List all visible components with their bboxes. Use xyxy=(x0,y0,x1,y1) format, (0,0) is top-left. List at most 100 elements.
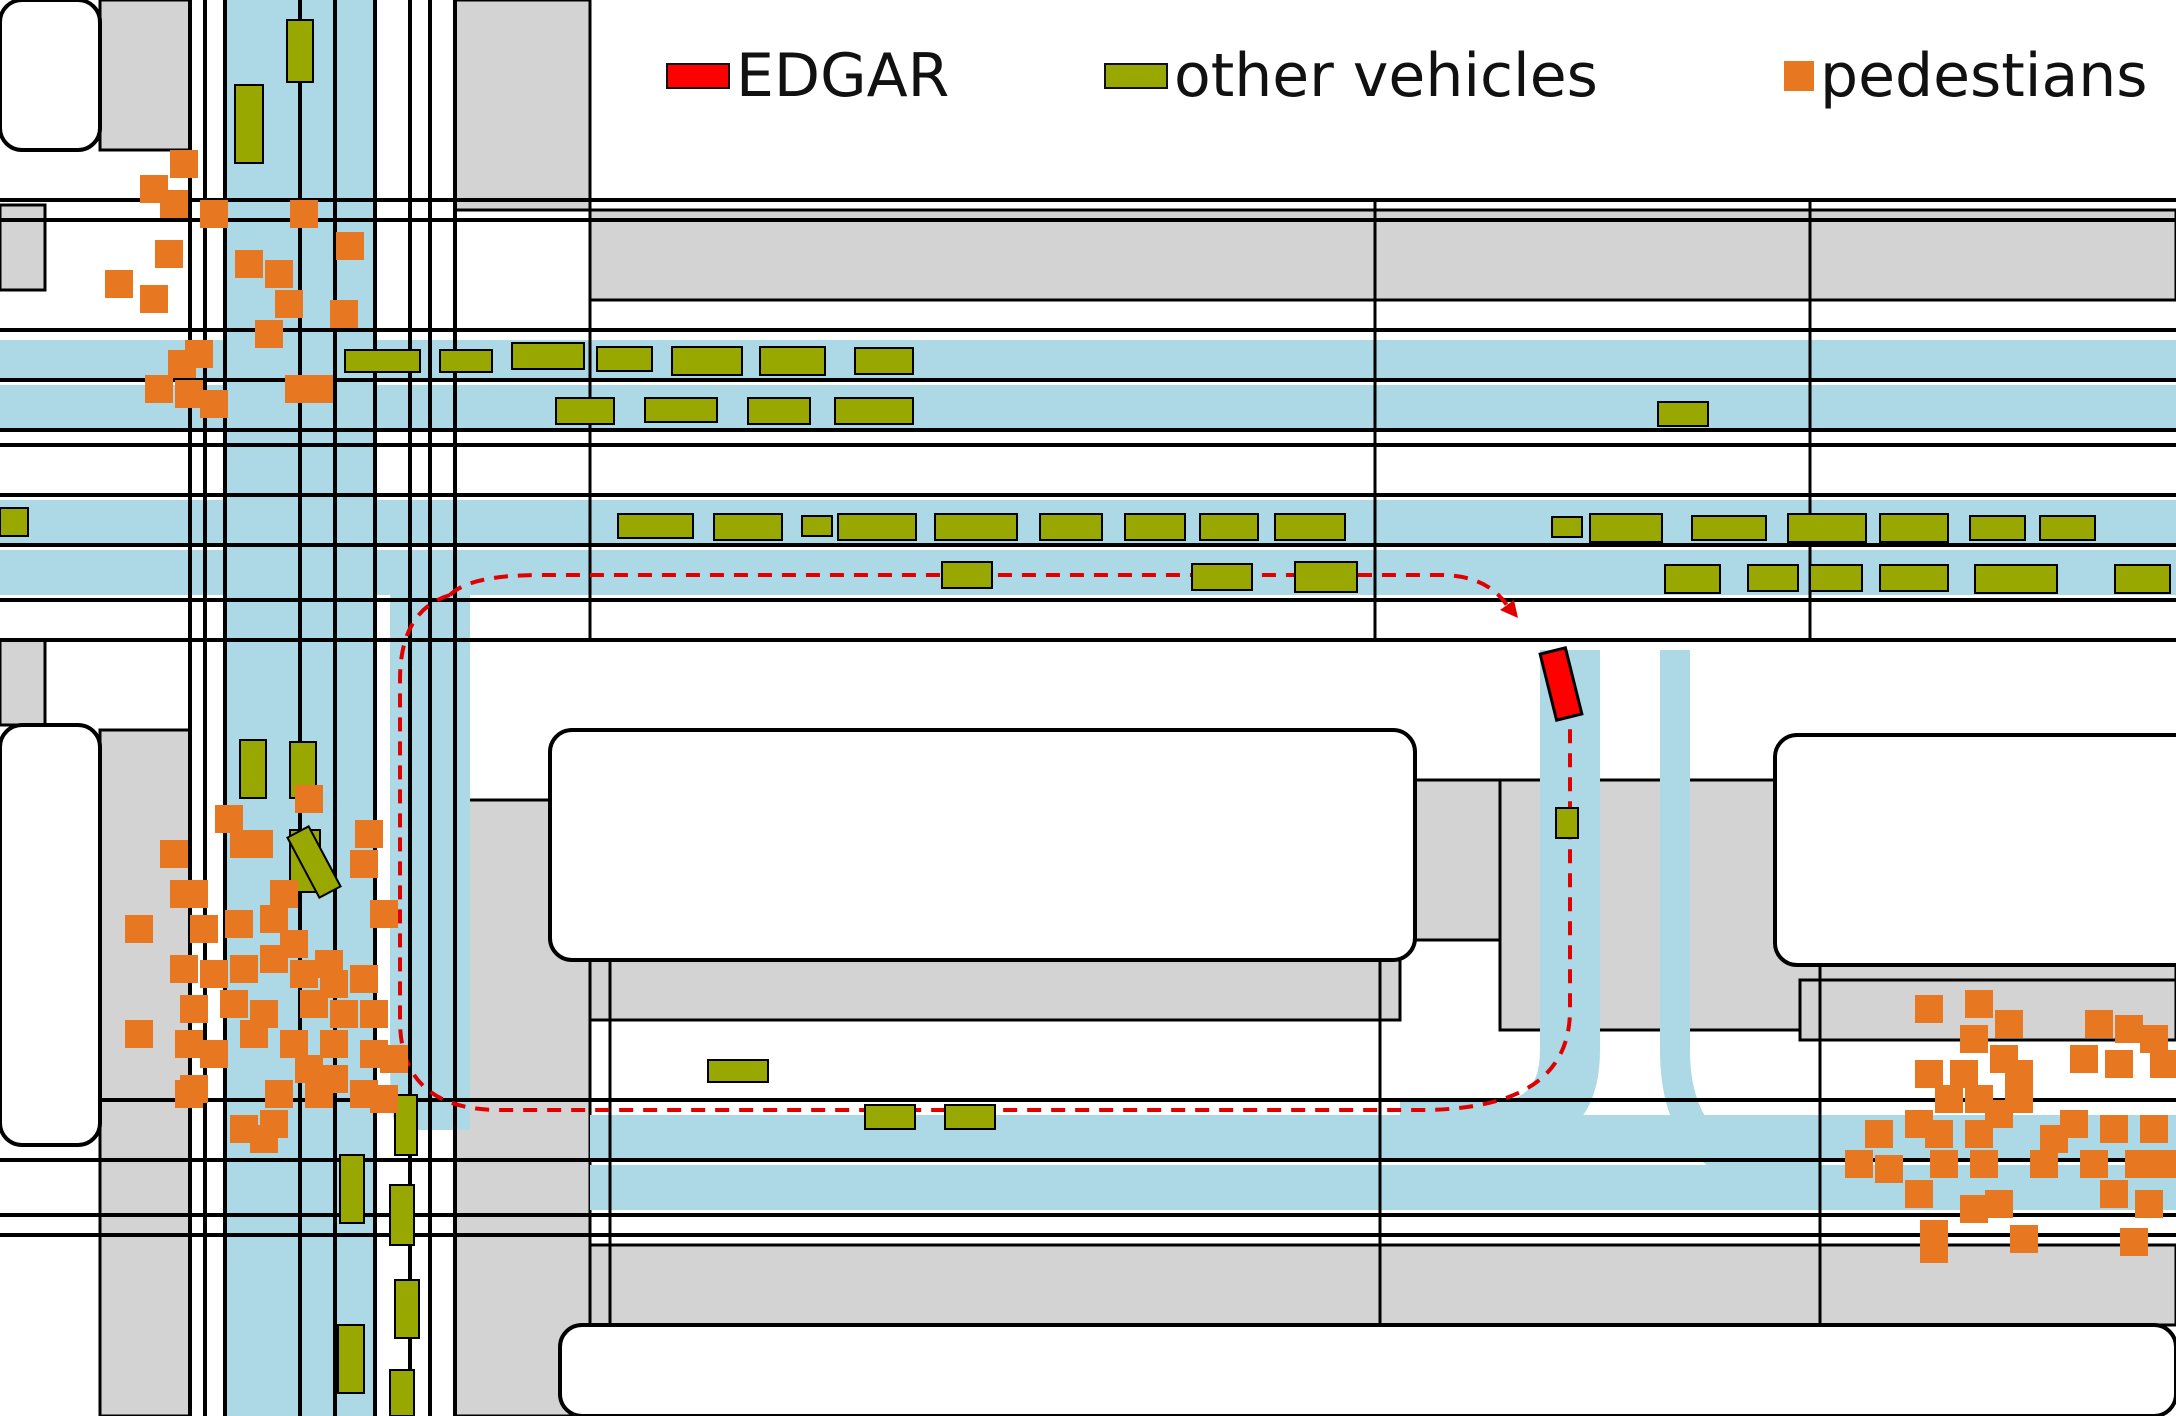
other-vehicle xyxy=(2039,515,2096,541)
lane-curve xyxy=(1400,650,1600,1150)
sidewalk-slab xyxy=(453,0,592,212)
pedestrian xyxy=(175,1030,203,1058)
ego-swatch xyxy=(666,63,730,89)
pedestrian xyxy=(350,965,378,993)
other-vehicle xyxy=(394,1094,418,1156)
pedestrian xyxy=(260,1110,288,1138)
pedestrian xyxy=(1970,1150,1998,1178)
other-vehicle xyxy=(747,397,811,425)
pedestrian xyxy=(155,240,183,268)
other-vehicle xyxy=(1657,401,1709,427)
other-vehicle xyxy=(555,397,615,425)
lane-band xyxy=(0,340,2176,380)
pedestrian xyxy=(245,830,273,858)
other-vehicle xyxy=(389,1184,415,1246)
pedestrian xyxy=(125,1020,153,1048)
pedestrian xyxy=(265,260,293,288)
other-vehicle xyxy=(759,346,826,376)
pedestrian xyxy=(2140,1115,2168,1143)
pedestrian xyxy=(2060,1110,2088,1138)
pedestrian xyxy=(200,390,228,418)
other-vehicle xyxy=(1124,513,1186,541)
pedestrian xyxy=(1865,1120,1893,1148)
sidewalk-slab xyxy=(0,638,47,727)
pedestrian xyxy=(1930,1150,1958,1178)
other-vehicle xyxy=(596,346,653,372)
pedestrian xyxy=(295,785,323,813)
pedestrian xyxy=(295,1055,323,1083)
other-vehicle xyxy=(1589,513,1663,543)
other-vehicle xyxy=(644,397,718,423)
pedestrian xyxy=(350,850,378,878)
other-vehicle xyxy=(286,824,342,900)
pedestrian xyxy=(170,150,198,178)
other-vehicle xyxy=(1039,513,1103,541)
other-vehicle xyxy=(1199,513,1259,541)
pedestrian xyxy=(275,290,303,318)
other-vehicles xyxy=(0,19,2171,1416)
pedestrian xyxy=(1920,1235,1948,1263)
other-vehicle xyxy=(511,342,585,370)
other-vehicle xyxy=(1969,515,2026,541)
lane-band xyxy=(0,385,2176,430)
other-vehicle xyxy=(1974,564,2058,594)
legend-label-ego: EDGAR xyxy=(736,41,950,111)
pedestrian xyxy=(200,200,228,228)
other-vehicle xyxy=(1787,513,1867,543)
pedestrian xyxy=(305,375,333,403)
pedestrian xyxy=(160,840,188,868)
other-vehicle xyxy=(1879,513,1949,543)
pedestrian xyxy=(180,880,208,908)
pedestrians xyxy=(105,150,2176,1263)
pedestrian xyxy=(1935,1085,1963,1113)
other-vehicle xyxy=(1809,564,1863,592)
other-vehicle xyxy=(864,1104,916,1130)
pedestrian xyxy=(265,1080,293,1108)
legend-label-pedestrians: pedestians xyxy=(1820,41,2148,111)
sidewalk-slab xyxy=(98,0,192,152)
building-block xyxy=(0,723,102,1147)
other-vehicle xyxy=(239,739,267,799)
pedestrian xyxy=(360,1000,388,1028)
pedestrian xyxy=(1965,1120,1993,1148)
pedestrian xyxy=(2010,1225,2038,1253)
pedestrian xyxy=(2030,1150,2058,1178)
other-vehicle xyxy=(389,1369,415,1416)
other-vehicle xyxy=(934,513,1018,541)
pedestrian xyxy=(260,945,288,973)
legend-item-pedestrians: pedestians xyxy=(1784,36,2148,116)
other-vehicle xyxy=(1551,516,1583,538)
other-vehicle xyxy=(394,1279,420,1339)
pedestrian xyxy=(125,915,153,943)
pedestrian xyxy=(370,1085,398,1113)
legend-item-vehicles: other vehicles xyxy=(1104,36,1598,116)
pedestrian xyxy=(2105,1050,2133,1078)
sidewalk-slab xyxy=(98,728,192,1416)
pedestrian xyxy=(2100,1115,2128,1143)
other-vehicle xyxy=(1555,807,1579,839)
sidewalk-slab xyxy=(588,1243,2176,1327)
pedestrian xyxy=(300,990,328,1018)
pedestrian xyxy=(1995,1010,2023,1038)
other-vehicle xyxy=(0,507,29,537)
other-vehicle xyxy=(854,347,914,375)
pedestrian xyxy=(260,905,288,933)
other-vehicle xyxy=(1691,515,1767,541)
other-vehicle xyxy=(1191,563,1253,591)
pedestrian xyxy=(1875,1155,1903,1183)
pedestrian xyxy=(190,915,218,943)
pedestrian xyxy=(1925,1120,1953,1148)
pedestrian xyxy=(175,380,203,408)
pedestrian xyxy=(180,995,208,1023)
pedestrian xyxy=(1915,995,1943,1023)
other-vehicle xyxy=(1274,513,1346,541)
pedestrian xyxy=(1985,1190,2013,1218)
sidewalk-slab xyxy=(0,203,47,292)
pedestrian xyxy=(290,960,318,988)
pedestrian xyxy=(370,900,398,928)
other-vehicle xyxy=(671,346,743,376)
pedestrian xyxy=(2080,1150,2108,1178)
pedestrian xyxy=(2135,1190,2163,1218)
sidewalk-slab xyxy=(588,958,1402,1022)
